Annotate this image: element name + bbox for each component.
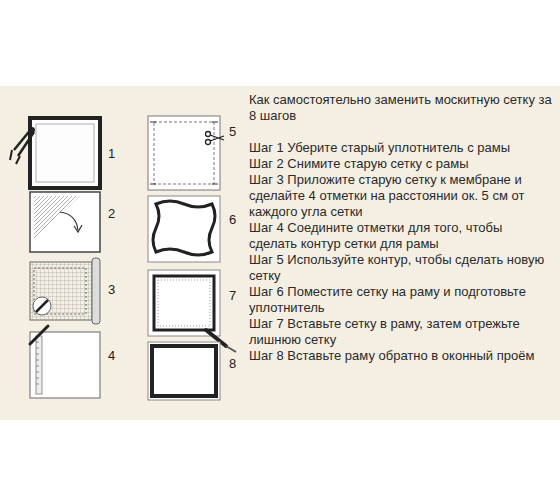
step-3-picture <box>30 258 100 324</box>
step-2-picture <box>30 192 100 252</box>
step-8-picture <box>148 342 220 400</box>
callout-number: 6 <box>229 212 236 227</box>
step-7-picture <box>148 270 236 352</box>
instruction-text: Как самостоятельно заменить москитную се… <box>249 92 554 364</box>
step-4-picture <box>30 326 100 398</box>
callout-number: 1 <box>108 146 115 161</box>
step-5-picture <box>148 116 224 190</box>
background-band <box>0 86 560 420</box>
callout-number: 5 <box>229 124 236 139</box>
step-text: Шаг 4 Соедините отметки для того, чтобы … <box>249 220 554 252</box>
callout-number: 8 <box>229 356 236 371</box>
title: Как самостоятельно заменить москитную се… <box>249 92 554 124</box>
step-text: Шаг 1 Уберите старый уплотнитель с рамы <box>249 140 554 156</box>
step-text: Шаг 7 Вставьте сетку в раму, затем отреж… <box>249 316 554 348</box>
step-text: Шаг 5 Используйте контур, чтобы сделать … <box>249 252 554 284</box>
callout-number: 3 <box>108 282 115 297</box>
callout-number: 4 <box>108 348 115 363</box>
step-text: Шаг 3 Приложите старую сетку к мембране … <box>249 172 554 220</box>
step-1-picture <box>10 118 100 188</box>
step-text: Шаг 2 Снимите старую сетку с рамы <box>249 156 554 172</box>
step-6-picture <box>148 196 220 262</box>
step-text: Шаг 8 Вставьте раму обратно в оконный пр… <box>249 348 554 364</box>
callout-number: 2 <box>108 206 115 221</box>
callout-number: 7 <box>229 288 236 303</box>
step-text: Шаг 6 Поместите сетку на раму и подготов… <box>249 284 554 316</box>
